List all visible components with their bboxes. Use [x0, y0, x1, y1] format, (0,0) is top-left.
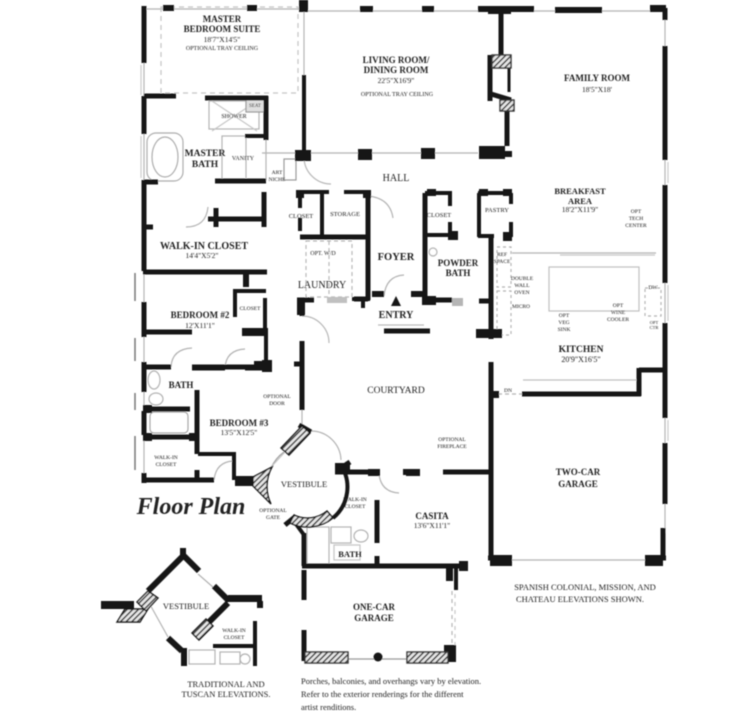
svg-text:BATH: BATH	[192, 160, 219, 170]
svg-text:CLOSET: CLOSET	[240, 306, 261, 312]
svg-text:REF: REF	[497, 252, 507, 258]
svg-text:CLOSET: CLOSET	[427, 212, 452, 219]
svg-text:OPTIONAL TRAY CEILING: OPTIONAL TRAY CEILING	[186, 46, 259, 52]
svg-text:AREA: AREA	[568, 196, 593, 206]
svg-text:COOLER: COOLER	[607, 317, 629, 323]
svg-text:CLOSET: CLOSET	[156, 462, 177, 468]
svg-text:NICHE: NICHE	[269, 177, 286, 183]
svg-text:BEDROOM #3: BEDROOM #3	[210, 418, 269, 428]
svg-text:ONE-CAR: ONE-CAR	[353, 602, 395, 612]
svg-text:OPT: OPT	[650, 320, 659, 325]
svg-text:artist renditions.: artist renditions.	[301, 702, 356, 712]
svg-text:OVEN: OVEN	[514, 290, 529, 296]
svg-text:WALL: WALL	[514, 283, 530, 289]
svg-text:DOUBLE: DOUBLE	[511, 276, 534, 282]
svg-text:22'5"X16'9": 22'5"X16'9"	[378, 76, 415, 85]
svg-text:MICRO: MICRO	[512, 304, 530, 310]
svg-text:SPANISH COLONIAL, MISSION, AND: SPANISH COLONIAL, MISSION, AND	[514, 582, 656, 592]
svg-text:GARAGE: GARAGE	[354, 613, 394, 623]
svg-text:COURTYARD: COURTYARD	[367, 386, 425, 396]
svg-text:BATH: BATH	[169, 380, 194, 390]
svg-text:BREAKFAST: BREAKFAST	[554, 186, 606, 196]
svg-text:CENTER: CENTER	[625, 223, 647, 229]
svg-text:WALK-IN: WALK-IN	[222, 628, 246, 634]
svg-text:BATH: BATH	[446, 268, 471, 278]
svg-text:FIREPLACE: FIREPLACE	[437, 444, 467, 450]
svg-text:DW: DW	[648, 285, 658, 291]
svg-text:Floor Plan: Floor Plan	[136, 494, 246, 520]
svg-text:STORAGE: STORAGE	[330, 211, 360, 218]
svg-text:TRADITIONAL AND: TRADITIONAL AND	[187, 679, 264, 689]
svg-text:MASTER: MASTER	[203, 14, 242, 24]
svg-text:WALK-IN: WALK-IN	[343, 497, 367, 503]
svg-text:Porches, balconies, and overha: Porches, balconies, and overhangs vary b…	[301, 676, 481, 686]
svg-text:SEAT: SEAT	[249, 104, 261, 109]
svg-text:OPTIONAL: OPTIONAL	[438, 437, 466, 443]
svg-text:OPTIONAL: OPTIONAL	[259, 508, 287, 514]
svg-text:LIVING ROOM/: LIVING ROOM/	[363, 55, 430, 65]
svg-text:CLOSET: CLOSET	[224, 635, 245, 641]
svg-text:GARAGE: GARAGE	[558, 479, 598, 489]
svg-text:OPT. W/D: OPT. W/D	[310, 251, 336, 257]
svg-text:BEDROOM #2: BEDROOM #2	[171, 310, 230, 320]
svg-text:VESTIBULE: VESTIBULE	[281, 479, 327, 489]
svg-text:PASTRY: PASTRY	[485, 207, 509, 214]
svg-text:Refer to the exterior renderin: Refer to the exterior renderings for the…	[301, 689, 464, 699]
svg-text:CLOSET: CLOSET	[289, 213, 314, 220]
svg-text:18'5"X18': 18'5"X18'	[582, 85, 613, 94]
svg-text:HALL: HALL	[383, 173, 410, 184]
svg-text:18'2"X11'9": 18'2"X11'9"	[562, 205, 598, 214]
svg-text:CASITA: CASITA	[415, 511, 449, 521]
svg-text:SINK: SINK	[558, 327, 571, 333]
svg-text:WINE: WINE	[611, 310, 626, 316]
svg-text:OPT: OPT	[631, 209, 642, 215]
svg-text:VANITY: VANITY	[232, 156, 255, 162]
svg-text:OPTIONAL TRAY CEILING: OPTIONAL TRAY CEILING	[361, 92, 434, 98]
svg-text:POWDER: POWDER	[438, 258, 479, 268]
svg-text:18'7"X14'5": 18'7"X14'5"	[204, 35, 241, 44]
svg-text:DINING ROOM: DINING ROOM	[364, 65, 429, 75]
svg-text:FAMILY ROOM: FAMILY ROOM	[564, 73, 630, 83]
svg-text:GATE: GATE	[266, 515, 281, 521]
svg-text:CTR: CTR	[650, 325, 659, 330]
svg-text:SHOWER: SHOWER	[221, 114, 246, 120]
svg-text:WALK-IN: WALK-IN	[154, 455, 178, 461]
svg-text:20'9"X16'5": 20'9"X16'5"	[561, 355, 600, 364]
svg-text:VEG: VEG	[558, 320, 569, 326]
svg-text:WALK-IN CLOSET: WALK-IN CLOSET	[160, 241, 248, 252]
svg-text:ENTRY: ENTRY	[379, 310, 414, 321]
svg-text:MASTER: MASTER	[185, 149, 226, 159]
svg-text:KITCHEN: KITCHEN	[559, 345, 604, 355]
svg-text:DN: DN	[504, 388, 512, 394]
svg-text:12'X11'1": 12'X11'1"	[185, 321, 215, 330]
svg-text:CLOSET: CLOSET	[345, 504, 366, 510]
svg-text:13'5"X12'5": 13'5"X12'5"	[221, 428, 258, 437]
svg-text:14'4"X5'2": 14'4"X5'2"	[186, 251, 219, 260]
svg-text:FOYER: FOYER	[378, 252, 415, 263]
svg-text:OPT: OPT	[559, 313, 570, 319]
svg-text:SPACE: SPACE	[494, 259, 511, 265]
svg-text:LAUNDRY: LAUNDRY	[298, 280, 346, 291]
svg-text:VESTIBULE: VESTIBULE	[163, 601, 209, 611]
svg-text:OPTIONAL: OPTIONAL	[263, 394, 291, 400]
svg-text:DOOR: DOOR	[269, 401, 285, 407]
svg-text:TECH: TECH	[629, 216, 643, 222]
svg-text:BEDROOM SUITE: BEDROOM SUITE	[184, 24, 261, 34]
svg-text:13'6"X11'1": 13'6"X11'1"	[414, 521, 450, 530]
svg-text:TWO-CAR: TWO-CAR	[556, 467, 601, 477]
svg-text:CHATEAU ELEVATIONS SHOWN.: CHATEAU ELEVATIONS SHOWN.	[516, 594, 644, 604]
svg-text:OPT: OPT	[613, 303, 624, 309]
svg-text:ART: ART	[272, 170, 283, 176]
svg-text:BATH: BATH	[338, 549, 362, 559]
svg-text:TUSCAN ELEVATIONS.: TUSCAN ELEVATIONS.	[181, 689, 270, 699]
